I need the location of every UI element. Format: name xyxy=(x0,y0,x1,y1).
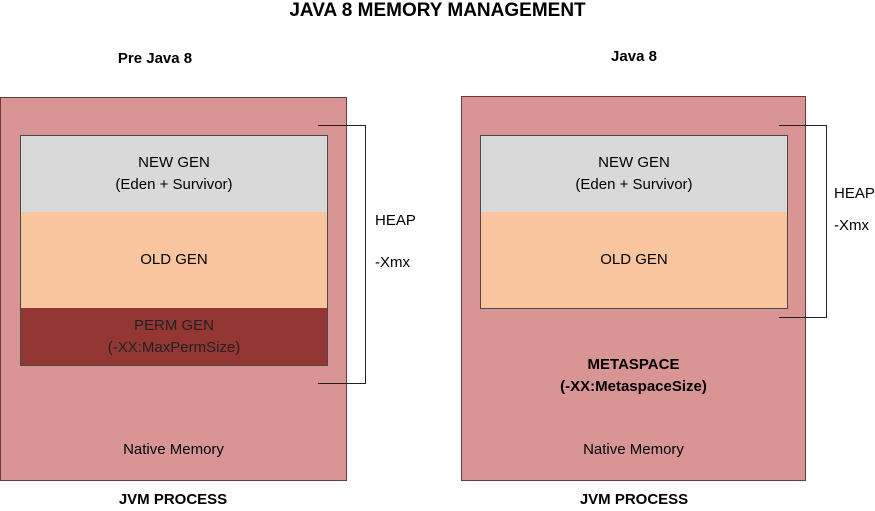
perm-gen-box: PERM GEN (-XX:MaxPermSize) xyxy=(20,308,328,366)
new-gen-box: NEW GEN (Eden + Survivor) xyxy=(20,135,328,213)
old-gen-box-java8: OLD GEN xyxy=(480,212,788,309)
native-memory-label-java8: Native Memory xyxy=(583,441,684,458)
heap-label-java8: HEAP xyxy=(834,185,875,202)
xmx-label: -Xmx xyxy=(375,254,410,271)
jvm-process-label-java8: JVM PROCESS xyxy=(579,491,689,508)
old-gen-label: OLD GEN xyxy=(140,251,208,268)
native-memory-label: Native Memory xyxy=(123,441,224,458)
jvm-process-label-pre-java8: JVM PROCESS xyxy=(118,491,228,508)
perm-gen-label: PERM GEN xyxy=(133,316,214,334)
old-gen-label: OLD GEN xyxy=(600,251,668,268)
java8-heading: Java 8 xyxy=(611,48,657,65)
perm-gen-sublabel: (-XX:MaxPermSize) xyxy=(107,338,241,356)
heap-label: HEAP xyxy=(375,212,416,229)
page-title: JAVA 8 MEMORY MANAGEMENT xyxy=(289,0,586,21)
new-gen-box-java8: NEW GEN (Eden + Survivor) xyxy=(480,135,788,213)
new-gen-label: NEW GEN xyxy=(598,154,670,171)
pre-java8-heading: Pre Java 8 xyxy=(117,50,193,67)
new-gen-label: NEW GEN xyxy=(138,154,210,171)
old-gen-box: OLD GEN xyxy=(20,212,328,309)
xmx-label-java8: -Xmx xyxy=(834,217,869,234)
new-gen-sublabel: (Eden + Survivor) xyxy=(575,176,693,193)
metaspace-sublabel: (-XX:MetaspaceSize) xyxy=(560,378,707,395)
metaspace-label: METASPACE xyxy=(587,356,680,373)
new-gen-sublabel: (Eden + Survivor) xyxy=(115,176,233,193)
